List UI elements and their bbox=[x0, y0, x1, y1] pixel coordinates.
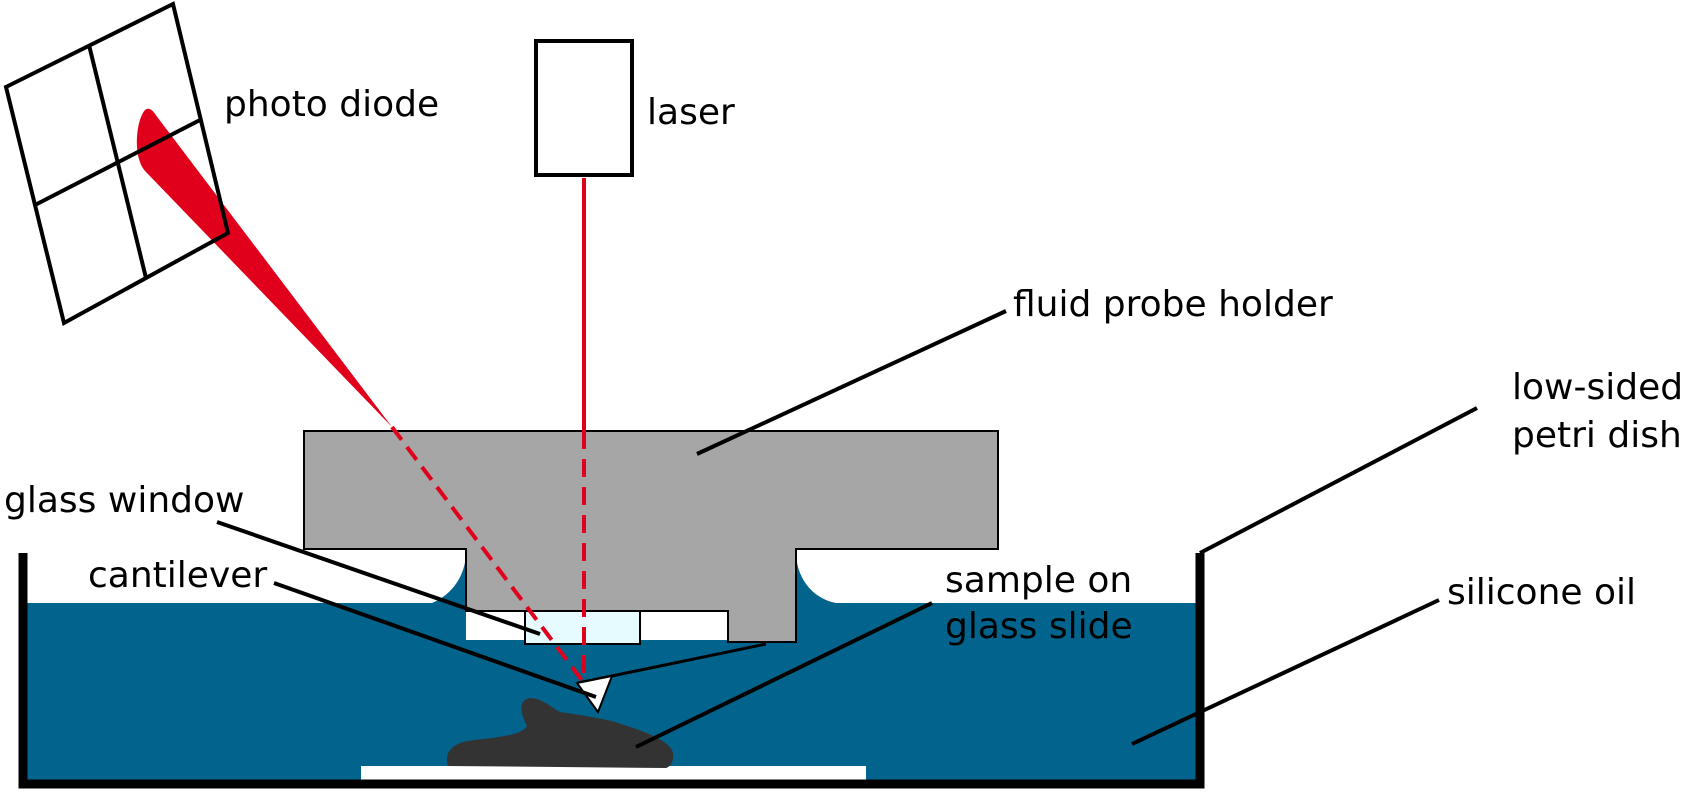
sample-blob bbox=[447, 698, 674, 768]
leader-silicone-oil bbox=[1131, 598, 1440, 746]
label-photo-diode: photo diode bbox=[224, 84, 439, 125]
reflected-beam-dashed bbox=[390, 425, 586, 685]
leader-sample bbox=[635, 601, 933, 749]
reflected-beam-cone bbox=[136, 108, 392, 428]
laser-box bbox=[534, 39, 634, 177]
leader-glass-window bbox=[216, 520, 541, 636]
glass-slide bbox=[361, 766, 866, 782]
probe-holder bbox=[303, 430, 999, 643]
label-sample-line2: glass slide bbox=[945, 606, 1133, 647]
leader-cantilever bbox=[273, 581, 597, 699]
petri-dish bbox=[18, 553, 1205, 789]
label-low-sided-line2: petri dish bbox=[1512, 415, 1682, 456]
label-silicone-oil: silicone oil bbox=[1447, 572, 1636, 613]
label-glass-window: glass window bbox=[4, 480, 244, 521]
photo-diode bbox=[3, 1, 231, 327]
silicone-oil bbox=[23, 552, 1197, 782]
label-cantilever: cantilever bbox=[88, 555, 267, 596]
photo-diode-divider-horizontal bbox=[34, 118, 201, 207]
label-fluid-probe-holder: fluid probe holder bbox=[1013, 284, 1333, 325]
cantilever-tip bbox=[575, 674, 614, 715]
leader-fluid-probe-holder bbox=[696, 309, 1007, 456]
label-laser: laser bbox=[647, 92, 735, 133]
leader-petri-dish bbox=[1199, 406, 1478, 555]
label-sample-line1: sample on bbox=[945, 560, 1132, 601]
label-low-sided-line1: low-sided bbox=[1512, 367, 1683, 408]
